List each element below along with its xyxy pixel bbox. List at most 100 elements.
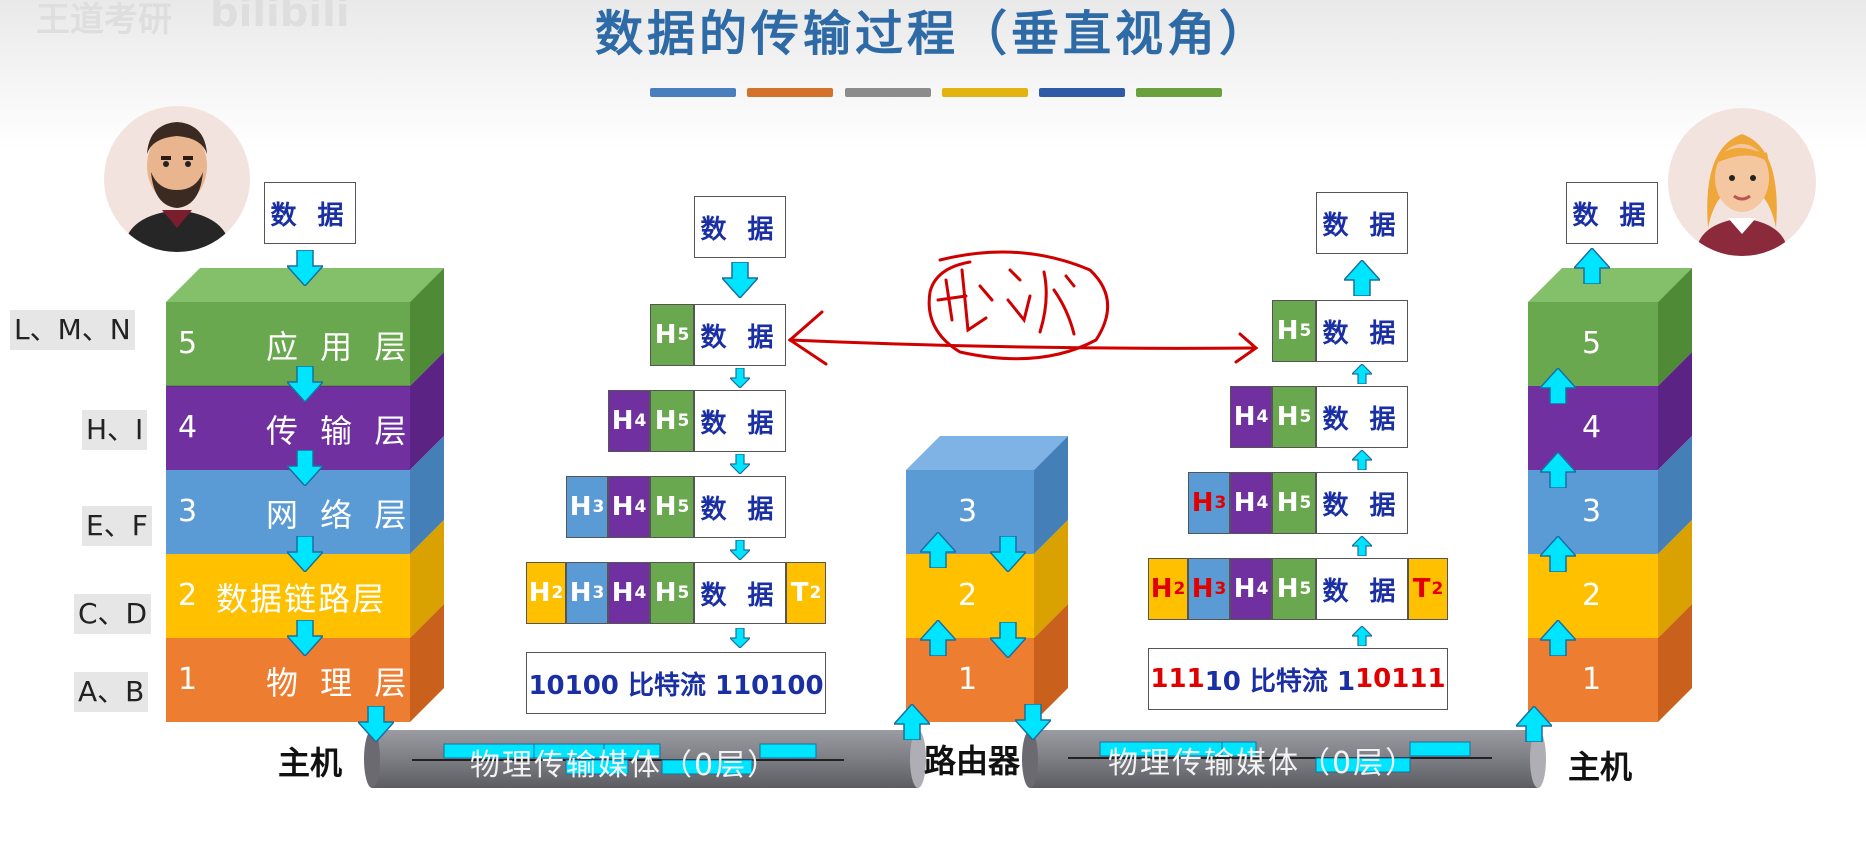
left-host-stack bbox=[166, 268, 444, 722]
data-text: 数 据 bbox=[700, 322, 780, 353]
receiver-avatar bbox=[1668, 108, 1816, 256]
h-subscript: 3 bbox=[1214, 579, 1227, 599]
color-bar-4 bbox=[942, 88, 1028, 97]
medium-tube-left bbox=[364, 730, 926, 788]
side-label-e-f: E、F bbox=[82, 506, 152, 546]
router-layer-1-number: 1 bbox=[958, 662, 978, 697]
left-layer-3-name: 网 络 层 bbox=[266, 496, 413, 534]
t-letter: T bbox=[790, 578, 809, 608]
h-letter: H bbox=[1276, 402, 1299, 432]
bits-red-prefix: 111 bbox=[1150, 664, 1205, 694]
h-subscript: 4 bbox=[634, 583, 647, 603]
side-label-c-d: C、D bbox=[74, 594, 152, 634]
right-layer-3-number: 3 bbox=[1582, 494, 1602, 529]
right-encap-row-5: 数 据 bbox=[1316, 558, 1408, 620]
page-title: 数据的传输过程（垂直视角） bbox=[594, 6, 1271, 62]
h-subscript: 3 bbox=[1214, 493, 1227, 513]
right-encap-row-1: 数 据 bbox=[1316, 192, 1408, 254]
color-bar-5 bbox=[1039, 88, 1125, 97]
data-text: 数 据 bbox=[1322, 490, 1402, 521]
left-layer-5-number: 5 bbox=[178, 326, 198, 361]
handwritten-protocol-annotation bbox=[787, 250, 1259, 366]
left-layer-5-name: 应 用 层 bbox=[266, 328, 413, 366]
left-host-label: 主机 bbox=[278, 744, 343, 782]
medium-label-right: 物理传输媒体（0层） bbox=[1108, 746, 1418, 781]
left-encap-row-2: 数 据 bbox=[694, 304, 786, 366]
side-label-a-b: A、B bbox=[74, 672, 149, 712]
medium-label-left: 物理传输媒体（0层） bbox=[470, 748, 780, 783]
color-bar-6 bbox=[1136, 88, 1222, 97]
right-encap-row-4: 数 据 bbox=[1316, 472, 1408, 534]
h-subscript: 3 bbox=[592, 583, 605, 603]
h-subscript: 2 bbox=[551, 583, 564, 603]
h-subscript: 5 bbox=[1299, 321, 1312, 341]
h-letter: H bbox=[654, 406, 677, 436]
data-text: 数 据 bbox=[700, 494, 780, 525]
right-layer-5-number: 5 bbox=[1582, 326, 1602, 361]
h-subscript: 5 bbox=[1299, 493, 1312, 513]
right-encap-row-3: 数 据 bbox=[1316, 386, 1408, 448]
h-letter: H bbox=[1191, 574, 1214, 604]
h-letter: H bbox=[611, 406, 634, 436]
h-subscript: 5 bbox=[677, 411, 690, 431]
h-subscript: 4 bbox=[634, 497, 647, 517]
data-text: 数 据 bbox=[700, 408, 780, 439]
h-letter: H bbox=[611, 578, 634, 608]
h-letter: H bbox=[1233, 488, 1256, 518]
h-subscript: 5 bbox=[1299, 579, 1312, 599]
watermark-logo-2: bilibili bbox=[210, 0, 350, 36]
right-host-data-box: 数 据 bbox=[1566, 182, 1658, 244]
left-host-data-box: 数 据 bbox=[264, 182, 356, 244]
right-encap-row-2: 数 据 bbox=[1316, 300, 1408, 362]
left-layer-2-name: 数据链路层 bbox=[216, 580, 387, 618]
h-subscript: 5 bbox=[677, 583, 690, 603]
h-letter: H bbox=[569, 492, 592, 522]
t-subscript: 2 bbox=[1431, 579, 1444, 599]
left-layer-1-name: 物 理 层 bbox=[266, 664, 413, 702]
data-text: 数 据 bbox=[270, 200, 350, 231]
watermark-logo: 王道考研 bbox=[36, 0, 172, 40]
left-encap-row-5: 数 据 bbox=[694, 562, 786, 624]
right-layer-4-number: 4 bbox=[1582, 410, 1602, 445]
h-subscript: 4 bbox=[1256, 493, 1269, 513]
data-text: 数 据 bbox=[1322, 576, 1402, 607]
sender-avatar bbox=[104, 106, 250, 252]
bits-middle: 10 比特流 1 bbox=[1204, 666, 1356, 697]
h-letter: H bbox=[654, 578, 677, 608]
router-label: 路由器 bbox=[924, 742, 1021, 780]
color-bar-3 bbox=[845, 88, 931, 97]
h-subscript: 5 bbox=[677, 497, 690, 517]
data-text: 数 据 bbox=[1572, 200, 1652, 231]
right-host-label: 主机 bbox=[1568, 748, 1633, 786]
data-text: 数 据 bbox=[1322, 210, 1402, 241]
data-text: 数 据 bbox=[1322, 318, 1402, 349]
h-letter: H bbox=[1233, 574, 1256, 604]
left-layer-4-name: 传 输 层 bbox=[266, 412, 413, 450]
h-subscript: 4 bbox=[1256, 579, 1269, 599]
right-layer-2-number: 2 bbox=[1582, 578, 1602, 613]
h-letter: H bbox=[1276, 574, 1299, 604]
router-stack bbox=[906, 436, 1068, 722]
header-background bbox=[0, 0, 1866, 150]
bits-red-suffix: 10111 bbox=[1355, 664, 1446, 694]
data-text: 数 据 bbox=[700, 580, 780, 611]
left-encap-row-4: 数 据 bbox=[694, 476, 786, 538]
h-subscript: 5 bbox=[1299, 407, 1312, 427]
